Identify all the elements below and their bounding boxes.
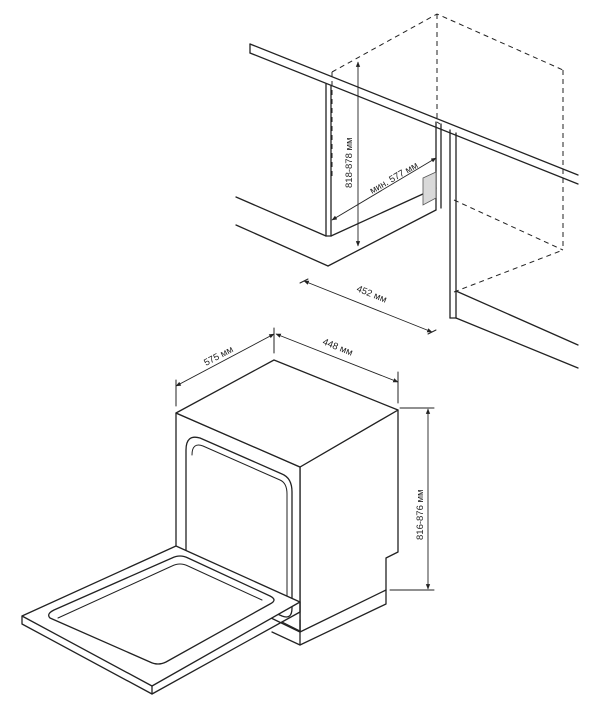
unit-height-dimension: 816-876 мм <box>389 407 435 591</box>
countertop <box>249 43 579 185</box>
door-inner-panel <box>48 555 275 665</box>
socket-box <box>422 171 437 206</box>
dishwasher-unit-view: 575 мм 448 мм 816-876 мм <box>21 327 435 695</box>
unit-width-label: 448 мм <box>321 337 354 359</box>
niche-height-label: 818-878 мм <box>344 137 355 188</box>
niche-back-wall <box>422 121 442 211</box>
open-door <box>21 545 301 695</box>
niche-height-dimension: 818-878 мм <box>344 61 361 247</box>
niche-depth-dimension: 452 мм <box>299 278 437 335</box>
niche-depth-label: 452 мм <box>355 284 388 306</box>
niche-installation-view: 818-878 мм мин. 577 мм 452 мм <box>235 13 579 369</box>
unit-height-label: 816-876 мм <box>415 489 426 540</box>
right-cabinet-wall <box>449 129 579 369</box>
unit-depth-label: 575 мм <box>202 344 235 369</box>
niche-width-label: мин. 577 мм <box>368 160 420 196</box>
adjacent-cabinet-dashed-outline <box>331 13 564 293</box>
